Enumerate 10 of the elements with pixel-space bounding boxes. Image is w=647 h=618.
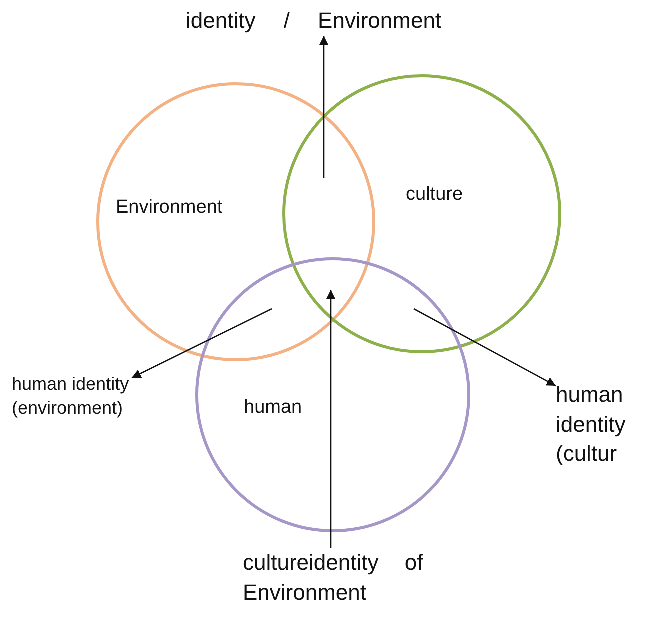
leader-arrow [326,290,336,548]
circle-label: human [244,397,302,419]
circle-label: Environment [116,197,223,219]
callout-text: human identity (cultur [556,380,644,470]
callout-text: identity / Environment [186,6,506,36]
leader-arrow [414,308,556,387]
callout-text: cultureidentity of Environment [243,548,473,608]
leader-arrow [132,308,272,379]
circle-label: culture [406,184,464,206]
callout-text: human identity (environment) [12,372,184,421]
